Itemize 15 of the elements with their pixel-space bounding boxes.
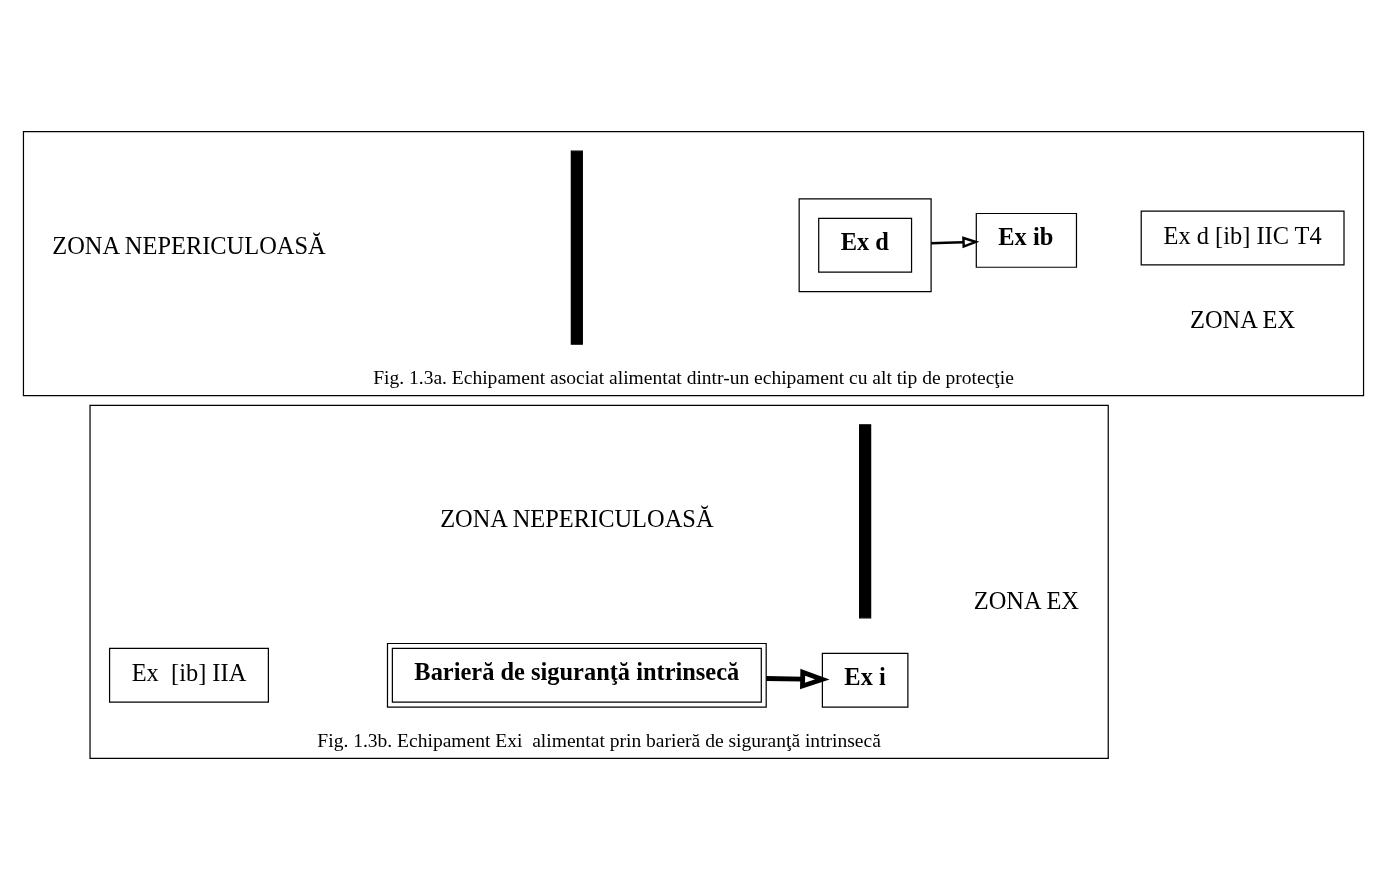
node-box: Barieră de siguranţă intrinsecă	[386, 642, 767, 708]
node-box: Ex d	[818, 217, 913, 273]
cluster	[798, 198, 932, 293]
label: ZONA NEPERICULOASĂ	[440, 505, 714, 533]
label: ZONA EX	[1190, 306, 1296, 334]
node-bar	[570, 150, 583, 345]
arrow	[931, 236, 980, 249]
arrow	[766, 668, 830, 690]
node-box: Ex [ib] IIA	[108, 647, 269, 703]
node-box: Ex d [ib] IIC T4	[1140, 210, 1345, 266]
node-bar	[859, 424, 872, 619]
node-box: Ex i	[821, 652, 909, 708]
label: ZONA EX	[973, 587, 1079, 615]
node-box: Ex ib	[975, 212, 1078, 268]
label: ZONA NEPERICULOASĂ	[52, 231, 326, 259]
